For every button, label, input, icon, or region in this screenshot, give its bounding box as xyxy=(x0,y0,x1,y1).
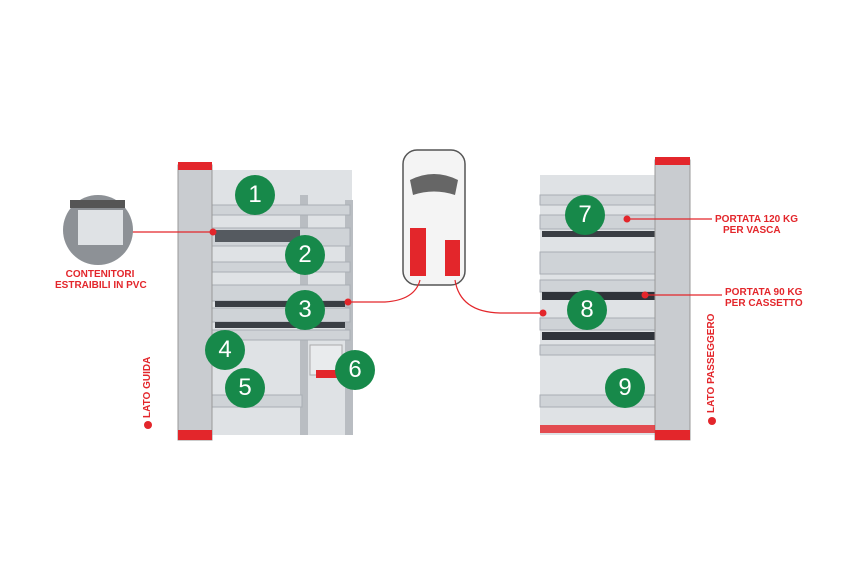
passenger-side-label: LATO PASSEGGERO xyxy=(706,313,717,413)
connector-dots xyxy=(144,215,716,429)
marker-1: 1 xyxy=(235,175,275,215)
drawer-load-line2: PER CASSETTO xyxy=(725,298,803,309)
drawer-load-line1: PORTATA 90 KG xyxy=(725,287,803,298)
containers-label: CONTENITORI ESTRAIBILI IN PVC xyxy=(55,269,147,291)
tray-load-line1: PORTATA 120 KG xyxy=(715,214,798,225)
marker-3: 3 xyxy=(285,290,325,330)
tray-load-line2: PER VASCA xyxy=(723,225,781,236)
containers-detail-photo xyxy=(63,195,133,265)
marker-6: 6 xyxy=(335,350,375,390)
marker-4: 4 xyxy=(205,330,245,370)
tray-load-label: PORTATA 120 KG PER VASCA xyxy=(715,214,798,236)
marker-7: 7 xyxy=(565,195,605,235)
driver-side-label: LATO GUIDA xyxy=(142,356,153,418)
drawer-load-label: PORTATA 90 KG PER CASSETTO xyxy=(725,287,803,309)
marker-5: 5 xyxy=(225,368,265,408)
connector-lines xyxy=(130,218,722,314)
marker-9: 9 xyxy=(605,368,645,408)
marker-2: 2 xyxy=(285,235,325,275)
marker-8: 8 xyxy=(567,290,607,330)
containers-label-line1: CONTENITORI xyxy=(65,269,135,280)
van-top-view-icon xyxy=(402,149,466,286)
containers-label-line2: ESTRAIBILI IN PVC xyxy=(55,280,147,291)
